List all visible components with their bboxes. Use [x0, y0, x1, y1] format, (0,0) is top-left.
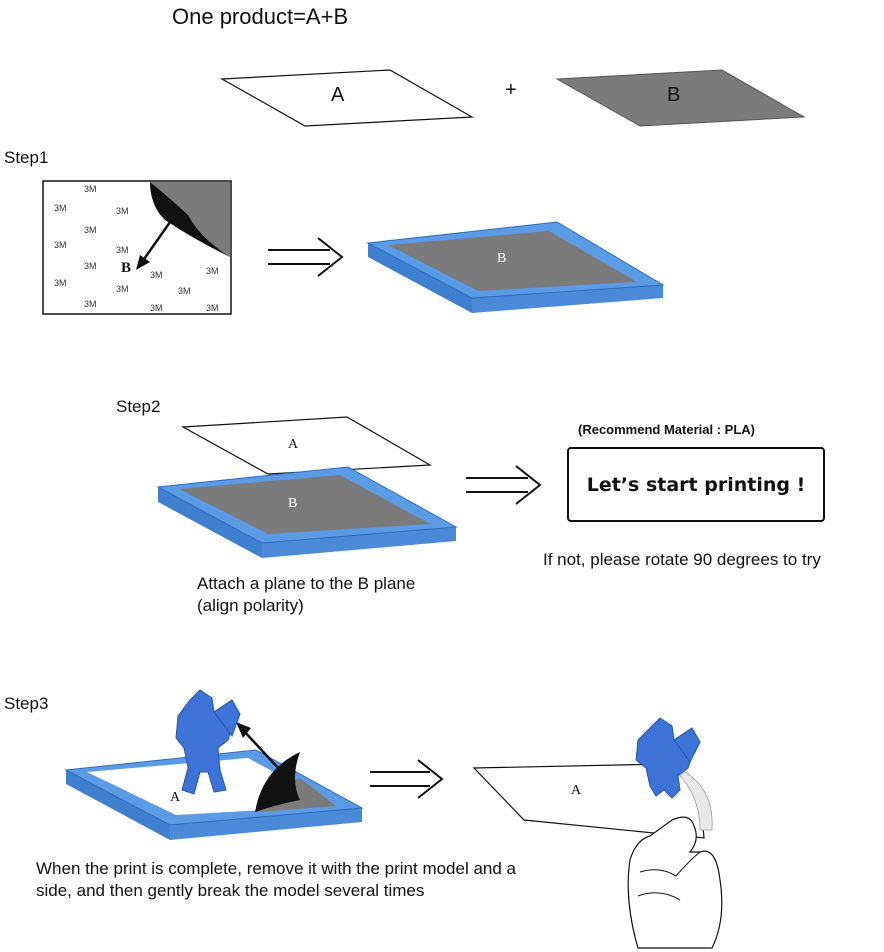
bed-1-side-right — [472, 285, 663, 313]
bed-1-side-left — [368, 243, 472, 313]
tape-mark: 3M — [54, 203, 67, 213]
bed-1-b-label: B — [497, 251, 507, 266]
peeled-corner-curl — [150, 182, 230, 257]
bed-2-b-label: B — [288, 496, 298, 511]
hand-icon — [627, 816, 723, 949]
peel-arrow-head — [236, 722, 251, 738]
plane-b-label: B — [667, 84, 681, 106]
hand-finger-lines — [637, 851, 701, 901]
double-arrow-icon — [370, 759, 444, 799]
peel-arrow-line — [242, 729, 281, 771]
bed-3-side-left — [66, 770, 170, 840]
tape-mark: 3M — [116, 245, 129, 255]
double-arrow-icon — [268, 237, 344, 277]
bed-3-a-label: A — [170, 790, 181, 805]
step2-label: Step2 — [116, 397, 161, 416]
start-printing-box: Let’s start printing ! — [567, 447, 825, 522]
step1-label: Step1 — [4, 148, 49, 167]
tape-mark: 3M — [116, 284, 129, 294]
tape-mark: 3M — [84, 261, 97, 271]
plus-sign: + — [505, 79, 517, 101]
bed-3-side-right — [170, 808, 362, 840]
bed-2-side-right — [262, 527, 456, 558]
rotate-note: If not, please rotate 90 degrees to try — [543, 550, 821, 569]
tape-mark: 3M — [84, 225, 97, 235]
step3-caption: When the print is complete, remove it wi… — [36, 859, 517, 900]
tape-mark: 3M — [54, 278, 67, 288]
tape-mark: 3M — [116, 206, 129, 216]
recommend-material: (Recommend Material : PLA) — [578, 422, 755, 437]
tape-mark: 3M — [206, 266, 219, 276]
tape-mark: 3M — [54, 240, 67, 250]
bed-2-sheet-b — [179, 475, 430, 534]
tape-mark: 3M — [150, 303, 163, 313]
plane-b-top — [555, 69, 806, 127]
plane-a-step2 — [180, 416, 433, 475]
peel-arrow-head — [136, 255, 150, 270]
tape-mark: 3M — [84, 299, 97, 309]
robot-figure-icon — [175, 689, 241, 795]
step2-caption: Attach a plane to the B plane (align pol… — [197, 574, 416, 615]
plane-a-bend — [667, 763, 713, 831]
tape-mark: 3M — [150, 270, 163, 280]
plane-a-label: A — [331, 84, 345, 106]
plane-a-step3-label: A — [571, 783, 582, 798]
step3-label: Step3 — [4, 694, 49, 713]
tape-mark: 3M — [178, 286, 191, 296]
double-arrow-icon — [466, 465, 542, 505]
bed-3-peel-curl — [255, 752, 300, 812]
tape-mark: 3M — [84, 184, 97, 194]
bed-2-side-left — [158, 487, 262, 558]
bed-1-sheet-b — [388, 231, 637, 291]
page-title: One product=A+B — [172, 4, 349, 29]
tape-mark: 3M — [206, 303, 219, 313]
sheet-b-label: B — [121, 260, 132, 276]
peel-arrow-line — [140, 214, 177, 263]
plane-a-top — [219, 69, 475, 127]
plane-a-step2-label: A — [288, 437, 299, 452]
robot-figure-icon — [635, 717, 701, 799]
